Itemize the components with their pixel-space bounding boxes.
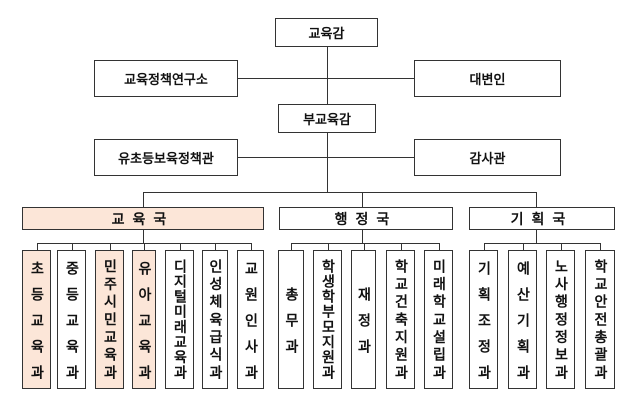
connector (291, 243, 292, 250)
auditor-box: 감사관 (414, 139, 561, 176)
division-box: 노사행정정보과 (546, 250, 575, 389)
bureau-planning: 기획국 (469, 207, 615, 230)
connector (237, 157, 414, 158)
division-box: 총무과 (278, 250, 304, 389)
connector (72, 243, 73, 250)
division-name: 재정과 (355, 286, 372, 365)
connector (362, 192, 363, 207)
spokesperson-box: 대변인 (414, 60, 561, 97)
division-name: 교원인사과 (242, 260, 259, 389)
division-name: 민주시민교육과 (101, 259, 118, 384)
division-name: 예산기획과 (514, 260, 531, 389)
division-box: 유아교육과 (132, 250, 156, 389)
division-box: 재정과 (351, 250, 376, 389)
division-box: 인성체육급식과 (202, 250, 228, 389)
bureau-administration: 행정국 (279, 207, 453, 230)
connector (180, 243, 181, 250)
division-box: 예산기획과 (508, 250, 537, 389)
division-name: 인성체육급식과 (207, 259, 223, 384)
connector (143, 192, 537, 193)
division-name: 초등교육과 (28, 260, 45, 389)
connector (291, 243, 440, 244)
division-name: 학교건축지원과 (392, 259, 409, 384)
connector (110, 243, 111, 250)
connector (328, 243, 329, 250)
connector (600, 243, 601, 250)
connector (143, 192, 144, 207)
division-box: 초등교육과 (22, 250, 51, 389)
division-name: 유아교육과 (136, 260, 152, 389)
division-box: 학생학부모지원과 (313, 250, 342, 389)
connector (37, 243, 38, 250)
early-childhood-policy-box: 유초등보육정책관 (94, 139, 238, 176)
division-name: 노사행정정보과 (552, 259, 569, 384)
connector (484, 243, 601, 244)
division-box: 교원인사과 (237, 250, 264, 389)
division-box: 중등교육과 (57, 250, 86, 389)
connector (327, 132, 328, 192)
division-name: 중등교육과 (63, 260, 80, 389)
division-name: 미래학교설립과 (430, 259, 447, 384)
superintendent-box: 교육감 (275, 18, 378, 47)
connector (251, 243, 252, 250)
division-box: 민주시민교육과 (95, 250, 124, 389)
deputy-superintendent-box: 부교육감 (278, 104, 376, 133)
division-box: 기획조정과 (469, 250, 498, 389)
research-institute-box: 교육정책연구소 (94, 60, 238, 97)
connector (215, 243, 216, 250)
division-name: 학생학부모지원과 (319, 259, 336, 381)
division-box: 미래학교설립과 (424, 250, 453, 389)
connector (439, 243, 440, 250)
bureau-education: 교육국 (22, 207, 264, 230)
connector (327, 46, 328, 104)
connector (536, 192, 537, 207)
connector (364, 243, 365, 250)
division-name: 총무과 (283, 286, 299, 365)
division-name: 기획조정과 (475, 260, 492, 389)
division-name: 학교안전총괄과 (592, 259, 608, 384)
connector (362, 230, 363, 243)
division-box: 디지털미래교육과 (165, 250, 194, 389)
division-box: 학교건축지원과 (386, 250, 415, 389)
division-box: 학교안전총괄과 (585, 250, 615, 389)
connector (401, 243, 402, 250)
division-name: 디지털미래교육과 (171, 259, 188, 381)
connector (536, 230, 537, 243)
connector (143, 230, 144, 243)
connector (561, 243, 562, 250)
connector (144, 243, 145, 250)
connector (523, 243, 524, 250)
connector (484, 243, 485, 250)
connector (237, 78, 414, 79)
